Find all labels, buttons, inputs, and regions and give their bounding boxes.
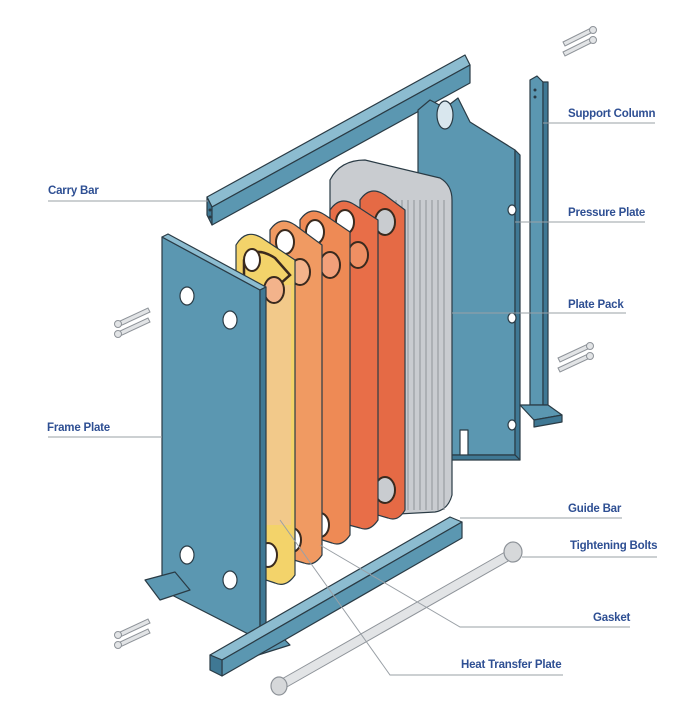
label-plate-pack: Plate Pack xyxy=(568,299,624,311)
label-carry-bar: Carry Bar xyxy=(48,185,99,197)
support-column xyxy=(519,75,563,428)
leader-lines xyxy=(48,122,657,676)
carry-bar xyxy=(206,54,471,226)
label-frame-plate: Frame Plate xyxy=(47,422,110,434)
label-pressure-plate: Pressure Plate xyxy=(568,207,646,219)
guide-bar xyxy=(209,516,463,677)
small-bolts xyxy=(114,26,597,649)
tightening-bolt xyxy=(270,541,523,696)
frame-plate xyxy=(144,233,291,657)
label-tightening-bolts: Tightening Bolts xyxy=(570,540,658,552)
label-heat-transfer-plate: Heat Transfer Plate xyxy=(461,659,562,671)
label-guide-bar: Guide Bar xyxy=(568,503,622,515)
label-support-column: Support Column xyxy=(568,108,656,120)
label-gasket: Gasket xyxy=(593,612,631,624)
